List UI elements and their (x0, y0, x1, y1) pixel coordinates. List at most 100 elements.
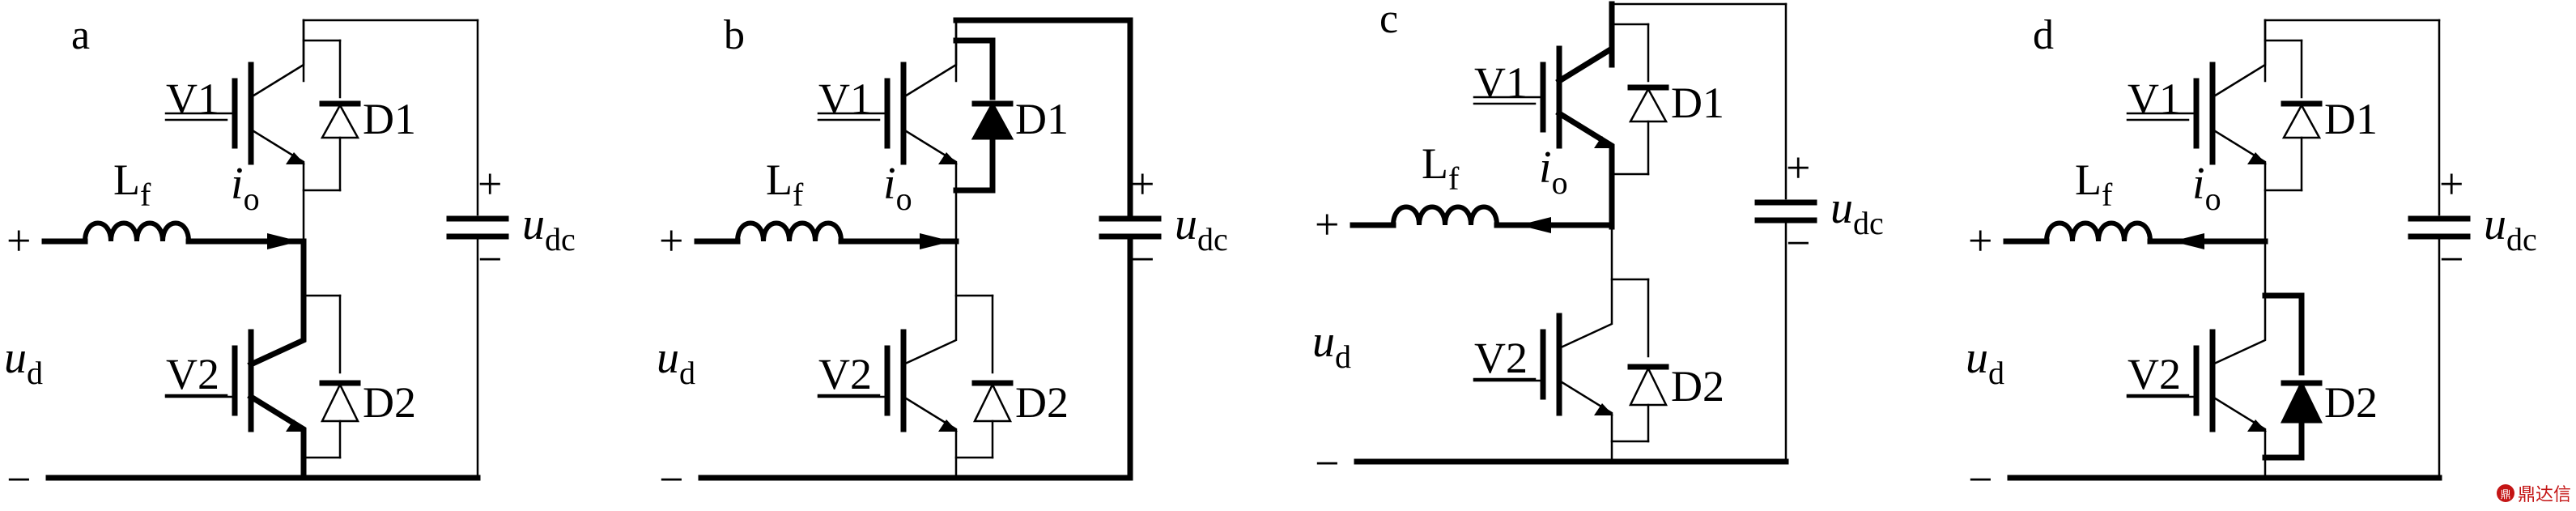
current-arrow-icon (267, 233, 300, 249)
input-plus-sign: + (1968, 216, 1992, 265)
input-voltage-label: ud (4, 333, 43, 391)
watermark-seal-icon: 鼎 (2496, 484, 2514, 502)
input-minus-sign: − (6, 455, 31, 504)
v1-emitter-lead (1555, 109, 1615, 230)
v1-collector-lead (1555, 1, 1615, 85)
watermark-text: 鼎达信 (2517, 485, 2571, 505)
input-minus-sign: − (659, 455, 683, 504)
d2-diode-icon (320, 382, 360, 423)
d1-diode-icon (971, 100, 1014, 140)
input-minus-sign: − (1968, 455, 1992, 504)
v2-label: V2 (2128, 350, 2181, 398)
input-plus-sign: + (659, 216, 683, 265)
inductor-label: Lf (2075, 155, 2113, 213)
dc-voltage-label: udc (1830, 183, 1884, 241)
v2-collector-lead (902, 241, 958, 366)
input-minus-sign: − (1315, 439, 1339, 488)
capacitor-minus-sign: − (2439, 235, 2463, 283)
d2-diode-icon (972, 382, 1013, 423)
d1-label: D1 (1015, 95, 1069, 143)
inductor-lf-icon (2044, 220, 2153, 242)
d2-diode-icon (1628, 366, 1668, 407)
v2-emitter-lead (247, 393, 307, 481)
input-plus-sign: + (1315, 200, 1339, 249)
current-arrow-icon (2172, 233, 2204, 249)
capacitor-plus-sign: + (1786, 143, 1810, 192)
panel-letter: b (724, 12, 745, 58)
d2-label: D2 (1015, 378, 1069, 427)
v1-label: V1 (818, 75, 872, 123)
v2-arrow-icon (2247, 419, 2267, 432)
v2-collector-lead (2211, 241, 2267, 366)
v2-arrow-icon (938, 419, 958, 432)
v1-collector-lead (2211, 19, 2267, 99)
panel-letter: a (71, 12, 90, 58)
v1-collector-lead (249, 19, 305, 99)
input-plus-sign: + (6, 216, 31, 265)
v2-emitter-lead (2211, 395, 2267, 479)
v2-emitter-lead (902, 395, 958, 479)
current-arrow-icon (920, 233, 952, 249)
v2-label: V2 (818, 350, 872, 398)
capacitor-minus-sign: − (1786, 219, 1810, 267)
inductor-lf-icon (735, 220, 844, 242)
v1-emitter-lead (2211, 128, 2267, 245)
dc-voltage-label: udc (522, 199, 576, 258)
v2-label: V2 (1474, 334, 1528, 382)
d2-label: D2 (2324, 378, 2378, 427)
v2-arrow-icon (286, 419, 305, 432)
v1-label: V1 (2128, 75, 2181, 123)
v1-arrow-icon (1594, 136, 1613, 148)
inductor-lf-icon (83, 220, 191, 242)
v2-collector-lead (1558, 225, 1613, 350)
d1-label: D1 (363, 95, 416, 143)
d2-label: D2 (1671, 362, 1724, 411)
d1-diode-icon (2281, 103, 2322, 139)
v1-label: V1 (1474, 58, 1528, 107)
capacitor-plus-sign: + (1130, 160, 1154, 208)
inductor-label: Lf (766, 155, 804, 213)
capacitor-plus-sign: + (2439, 160, 2463, 208)
v2-arrow-icon (1594, 403, 1613, 415)
panel-letter: c (1379, 0, 1398, 42)
v1-arrow-icon (286, 152, 305, 164)
input-voltage-label: ud (1966, 333, 2004, 391)
d1-diode-icon (1628, 87, 1668, 123)
input-voltage-label: ud (1312, 317, 1351, 375)
current-label: io (883, 159, 912, 217)
d1-diode-icon (320, 103, 360, 139)
panel-letter: d (2033, 12, 2054, 58)
dc-voltage-label: udc (1175, 199, 1228, 258)
d2-label: D2 (363, 378, 416, 427)
inductor-lf-icon (1391, 204, 1499, 226)
capacitor-minus-sign: − (1130, 235, 1154, 283)
watermark: 鼎 鼎达信 (2496, 480, 2571, 506)
v2-label: V2 (166, 350, 219, 398)
v1-arrow-icon (938, 152, 958, 164)
v1-collector-lead (902, 19, 958, 99)
inductor-label: Lf (113, 155, 151, 213)
input-voltage-label: ud (657, 333, 695, 391)
capacitor-minus-sign: − (478, 235, 502, 283)
v2-emitter-lead (1558, 379, 1613, 463)
current-label: io (2192, 159, 2221, 217)
current-label: io (1539, 143, 1568, 201)
d2-diode-icon (2280, 380, 2323, 424)
d1-label: D1 (1671, 79, 1724, 127)
v1-label: V1 (166, 75, 219, 123)
dc-voltage-label: udc (2484, 199, 2537, 258)
d1-label: D1 (2324, 95, 2378, 143)
capacitor-plus-sign: + (478, 160, 502, 208)
current-arrow-icon (1519, 217, 1551, 233)
v2-collector-lead (247, 240, 307, 368)
v1-emitter-lead (249, 128, 305, 245)
inductor-label: Lf (1422, 139, 1460, 197)
v1-emitter-lead (902, 128, 958, 245)
current-label: io (231, 159, 260, 217)
v1-arrow-icon (2247, 152, 2267, 164)
